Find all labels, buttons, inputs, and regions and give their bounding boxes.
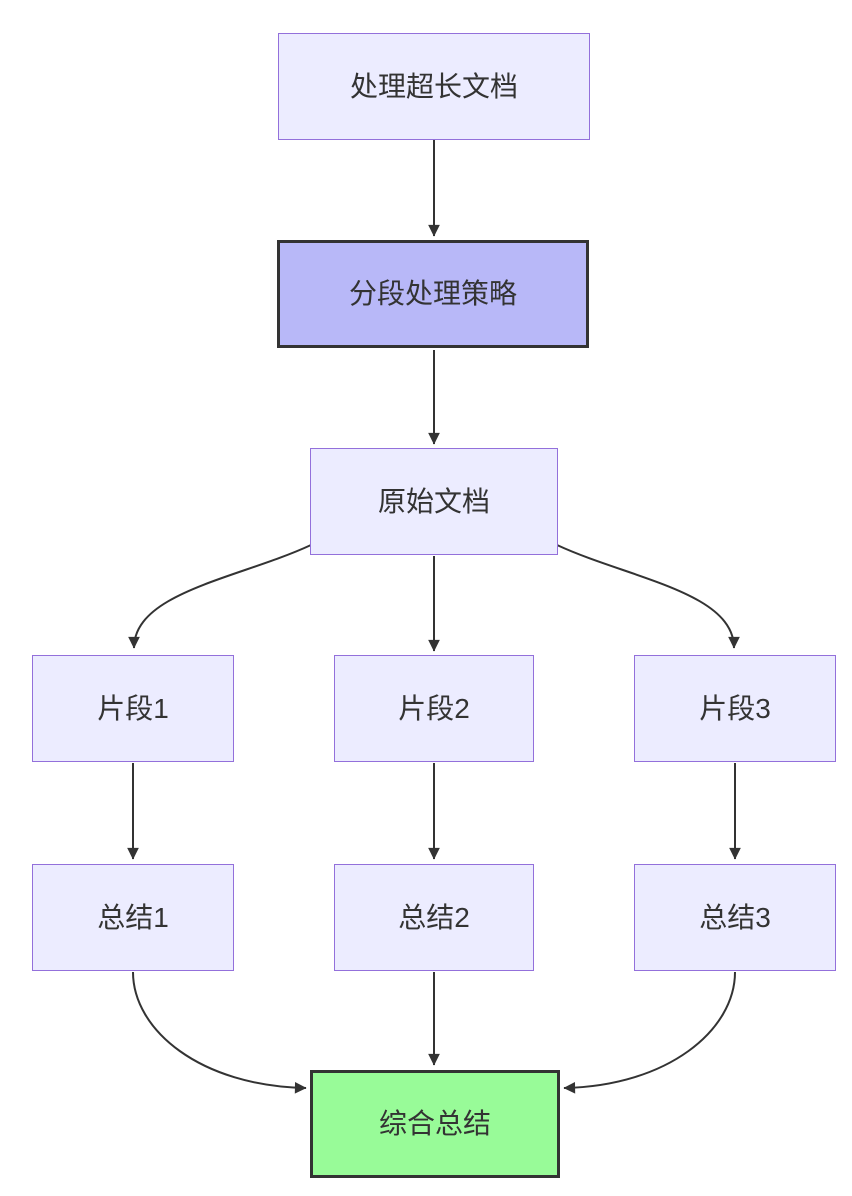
node-summary-1: 总结1 [32, 864, 234, 971]
node-original-document: 原始文档 [310, 448, 558, 555]
edge-summary3-to-final [563, 971, 736, 1094]
node-summary-2: 总结2 [334, 864, 534, 971]
node-summary-3: 总结3 [634, 864, 836, 971]
node-fragment-3: 片段3 [634, 655, 836, 762]
node-fragment-1: 片段1 [32, 655, 234, 762]
node-process-long-doc: 处理超长文档 [278, 33, 590, 140]
node-fragment-2: 片段2 [334, 655, 534, 762]
node-original-document-label: 原始文档 [377, 485, 490, 517]
node-final-summary: 综合总结 [310, 1070, 560, 1178]
edge-summary1-to-final [132, 971, 307, 1094]
edge-original-to-fragment1 [128, 544, 312, 649]
node-fragment-3-label: 片段3 [699, 692, 771, 724]
node-summary-2-label: 总结2 [398, 901, 470, 933]
node-segmentation-strategy-label: 分段处理策略 [348, 278, 517, 310]
node-fragment-2-label: 片段2 [398, 692, 470, 724]
node-final-summary-label: 综合总结 [378, 1108, 491, 1140]
node-fragment-1-label: 片段1 [97, 692, 169, 724]
edge-original-to-fragment3 [556, 544, 740, 649]
node-process-long-doc-label: 处理超长文档 [349, 70, 518, 102]
node-segmentation-strategy: 分段处理策略 [277, 240, 589, 348]
node-summary-3-label: 总结3 [699, 901, 771, 933]
node-summary-1-label: 总结1 [97, 901, 169, 933]
